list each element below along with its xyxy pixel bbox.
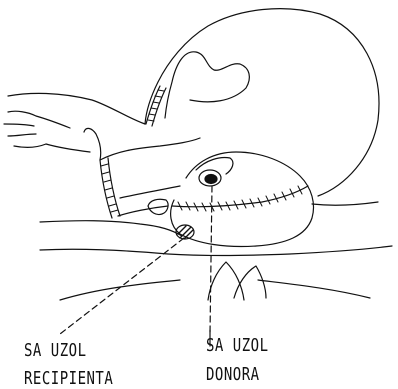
donor-limb-lower-edge xyxy=(165,52,249,118)
cast-band-lower xyxy=(100,158,120,218)
donor-label-line2: DONORA xyxy=(206,366,260,384)
donor-arm-outline xyxy=(8,93,145,124)
flap-outline xyxy=(171,152,314,247)
flap-inner-contour xyxy=(196,158,233,175)
trunk-contour-left xyxy=(60,280,180,300)
trunk-contour-right xyxy=(258,280,370,298)
donor-vessel xyxy=(199,170,221,186)
donor-label-line1: SA UZOL xyxy=(206,337,269,355)
trunk-line-lower xyxy=(40,246,392,256)
donor-forearm-lower xyxy=(100,138,200,160)
leader-line-donor xyxy=(210,186,212,334)
suture-line xyxy=(172,186,308,211)
recipient-label-line2: RECIPIENTA xyxy=(24,370,113,388)
trunk-fold-a xyxy=(208,262,244,300)
recipient-hand xyxy=(4,111,101,160)
donor-limb-outline xyxy=(145,9,379,196)
recipient-label-line1: SA UZOL xyxy=(24,342,87,360)
leader-line-recipient xyxy=(60,238,184,334)
